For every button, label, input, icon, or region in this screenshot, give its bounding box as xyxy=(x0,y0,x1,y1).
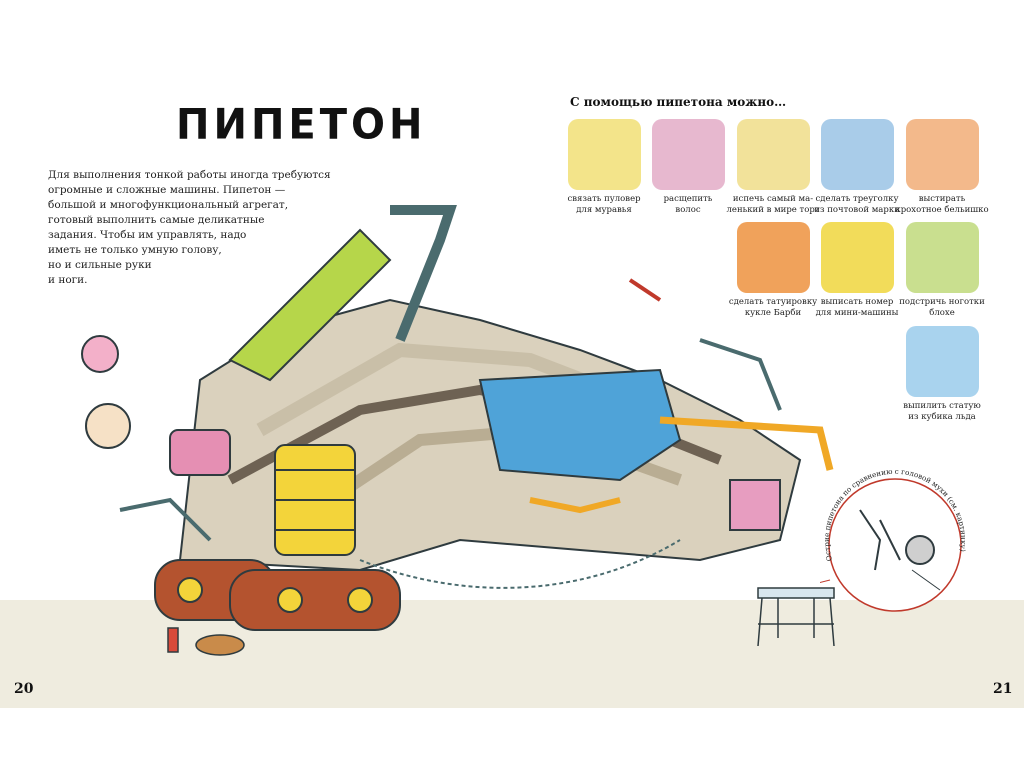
page-number-right: 21 xyxy=(993,681,1013,697)
use-caption: подстричь ноготки блохе xyxy=(892,297,992,319)
caption-line: из кубика льда xyxy=(908,412,976,422)
use-caption: сделать татуировку кукле Барби xyxy=(723,297,823,319)
caption-line: кукле Барби xyxy=(744,308,802,318)
use-caption: выписать номер для мини-машины xyxy=(807,297,907,319)
caption-line: блохе xyxy=(929,308,955,318)
caption-line: сделать треуголку xyxy=(815,194,899,204)
use-tile-hair xyxy=(652,119,725,190)
caption-line: для муравья xyxy=(576,205,632,215)
intro-line: задания. Чтобы им управлять, надо xyxy=(48,229,247,241)
use-tile-ice-statue xyxy=(906,326,979,397)
intro-line: огромные и сложные машины. Пипетон — xyxy=(48,184,286,196)
intro-paragraph: Для выполнения тонкой работы иногда треб… xyxy=(48,168,331,288)
use-tile-laundry xyxy=(906,119,979,190)
use-caption: связать пуловер для муравья xyxy=(554,194,654,216)
top-margin xyxy=(0,0,1024,64)
intro-line: большой и многофункциональный агрегат, xyxy=(48,199,289,211)
intro-line: иметь не только умную голову, xyxy=(48,244,222,256)
page-title: ПИПЕТОН xyxy=(176,100,427,150)
use-caption: сделать треуголку из почтовой марки xyxy=(807,194,907,216)
caption-line: сделать татуировку xyxy=(728,297,818,307)
intro-line: Для выполнения тонкой работы иногда треб… xyxy=(48,169,331,181)
magnifier-detail-illustration xyxy=(820,478,962,612)
loupe-caption-text: Острие пипетона по сравнению с головой м… xyxy=(822,470,968,562)
use-caption: выпилить статую из кубика льда xyxy=(892,401,992,423)
caption-line: подстричь ноготки xyxy=(899,297,985,307)
pipeton-machine-illustration xyxy=(81,205,834,656)
use-tile-cake xyxy=(737,119,810,190)
svg-text:Острие пипетона по сравнению с: Острие пипетона по сравнению с головой м… xyxy=(822,470,968,562)
small-table-illustration xyxy=(757,587,835,647)
intro-line: но и сильные руки xyxy=(48,259,152,271)
uses-heading: С помощью пипетона можно… xyxy=(570,95,787,109)
caption-line: выстирать xyxy=(918,194,966,204)
use-tile-stamp-hat xyxy=(821,119,894,190)
use-caption: выстирать крохотное бельишко xyxy=(892,194,992,216)
bottom-margin xyxy=(0,708,1024,768)
use-tile-sweater xyxy=(568,119,641,190)
caption-line: расщепить xyxy=(663,194,713,204)
caption-line: из почтовой марки xyxy=(814,205,900,215)
caption-line: выпилить статую xyxy=(903,401,981,411)
intro-line: и ноги. xyxy=(48,274,88,286)
caption-line: волос xyxy=(675,205,701,215)
caption-line: крохотное бельишко xyxy=(895,205,989,215)
caption-line: испечь самый ма- xyxy=(732,194,814,204)
page-number-left: 20 xyxy=(14,681,34,697)
use-tile-tattoo xyxy=(737,222,810,293)
use-tile-flea-nails xyxy=(906,222,979,293)
use-caption: расщепить волос xyxy=(638,194,738,216)
use-caption: испечь самый ма- ленький в мире торт xyxy=(723,194,823,216)
use-tile-license-plate xyxy=(821,222,894,293)
caption-line: для мини-машины xyxy=(815,308,899,318)
loupe-caption: Острие пипетона по сравнению с головой м… xyxy=(822,470,968,562)
intro-line: готовый выполнить самые деликатные xyxy=(48,214,265,226)
caption-line: ленький в мире торт xyxy=(726,205,820,215)
caption-line: выписать номер xyxy=(820,297,894,307)
caption-line: связать пуловер xyxy=(567,194,641,204)
